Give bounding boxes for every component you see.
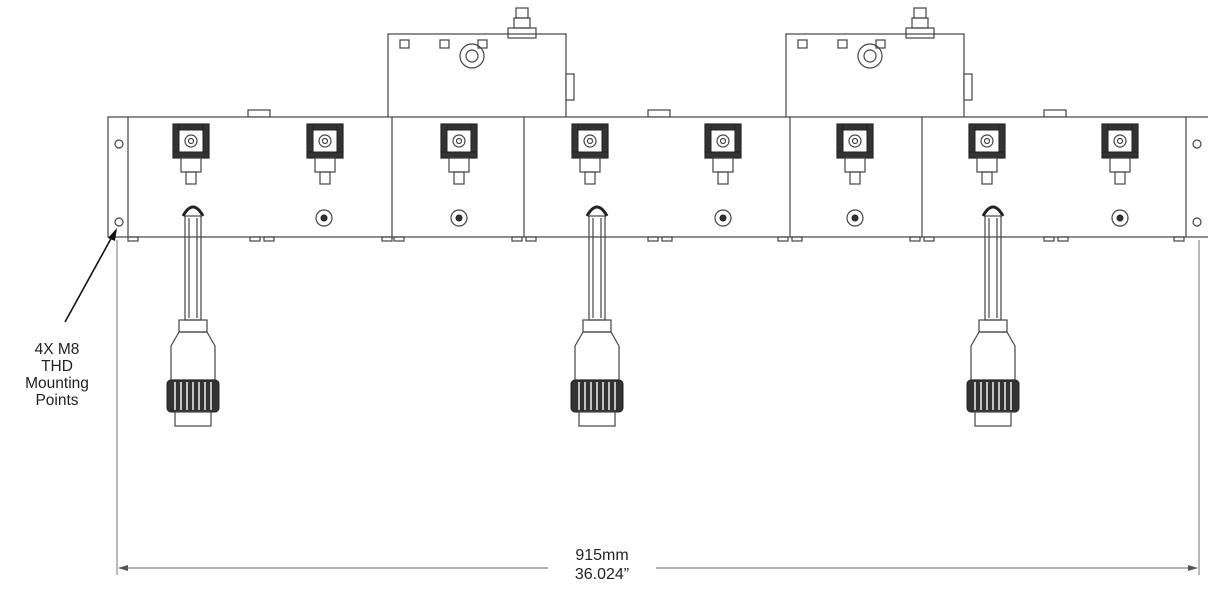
callout-line-3: Mounting: [25, 375, 89, 392]
cable-connector-2: [570, 205, 624, 427]
main-manifold-bar: [107, 116, 1208, 242]
cable-connector-3: [966, 205, 1020, 427]
mounting-holes: [114, 139, 1202, 227]
dimension-metric: 915mm: [575, 547, 629, 564]
dimension-line: [116, 240, 1200, 575]
top-valve-block-left: [387, 7, 575, 119]
dimension-imperial: 36.024”: [574, 566, 630, 583]
top-valve-block-right: [785, 7, 973, 119]
mounting-points-callout: 4X M8 THD Mounting Points: [2, 341, 112, 409]
ports: [315, 209, 1129, 227]
cable-connector-1: [166, 205, 220, 427]
callout-line-4: Points: [35, 392, 79, 409]
callout-line-1: 4X M8: [34, 341, 80, 358]
overall-length-dimension: 915mm 36.024”: [548, 546, 656, 584]
callout-line-2: THD: [41, 358, 73, 375]
solenoid-valves: [172, 123, 1139, 185]
callout-leader-arrow: [64, 228, 117, 323]
